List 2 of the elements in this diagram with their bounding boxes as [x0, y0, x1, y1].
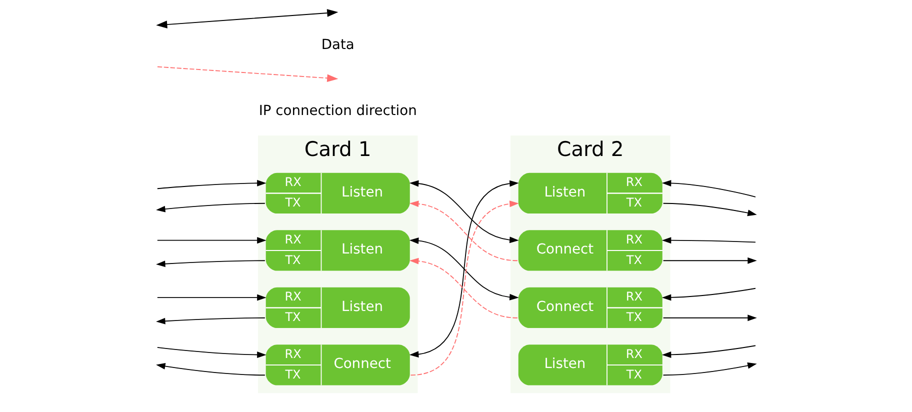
legend-label: Data	[320, 36, 354, 53]
legend-label: IP connection direction	[258, 103, 416, 120]
